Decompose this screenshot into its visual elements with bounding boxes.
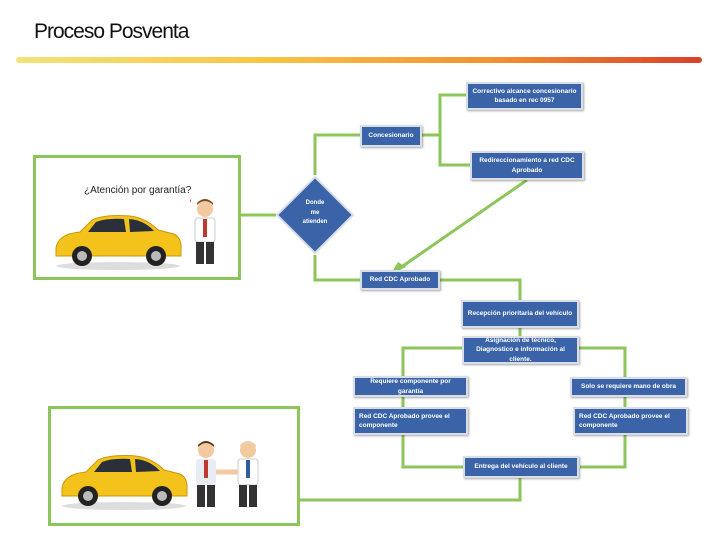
connector-diamond-redcdc <box>313 255 360 282</box>
node-correctivo: Correctivo alcance concesionario basado … <box>466 82 583 110</box>
connector-entrega-scene2 <box>300 478 522 502</box>
connector-right-entrega <box>580 435 627 469</box>
connector-asignacion-left <box>401 346 462 376</box>
node-provee-componente-2: Red CDC Aprobado provee el componente <box>573 407 688 435</box>
decision-diamond <box>275 175 355 255</box>
node-asignacion: Asignación de técnico, Diagnostico e inf… <box>462 336 579 364</box>
svg-text:?: ? <box>190 197 192 210</box>
taxi-car-illustration-1 <box>55 215 182 270</box>
node-recepcion: Recepción prioritaria del vehículo <box>461 300 579 328</box>
connector-concesionario-branches <box>420 93 470 137</box>
node-concesionario: Concesionario <box>360 125 422 147</box>
title-underline-bar <box>16 57 702 63</box>
connector-diamond-concesionario <box>313 133 360 175</box>
taxi-car-illustration-2 <box>61 455 188 510</box>
decision-diamond-label: Donde me atienden <box>302 200 328 226</box>
node-entrega: Entrega del vehículo al cliente <box>463 456 579 478</box>
connector-left-entrega <box>401 435 465 469</box>
node-requiere-componente: Requiere componente por garantía <box>353 376 468 397</box>
connector-redcdc-recepcion <box>440 278 522 300</box>
node-redireccionamiento: Redireccionamiento a red CDC Aprobado <box>470 151 584 180</box>
node-provee-componente-1: Red CDC Aprobado provee el componente <box>353 407 468 435</box>
connector-concesionario-redir <box>438 135 470 167</box>
slide-title: Proceso Posventa <box>34 20 189 43</box>
scene-caption: ¿Atención por garantía? <box>84 185 192 196</box>
connector-asignacion-right <box>578 346 627 377</box>
node-red-cdc-aprobado: Red CDC Aprobado <box>360 270 440 290</box>
confused-person-illustration: ? <box>190 197 216 264</box>
handshake-people-illustration <box>196 441 259 507</box>
node-mano-de-obra: Solo se requiere mano de obra <box>570 377 687 397</box>
connector-redir-redcdc <box>399 178 528 270</box>
